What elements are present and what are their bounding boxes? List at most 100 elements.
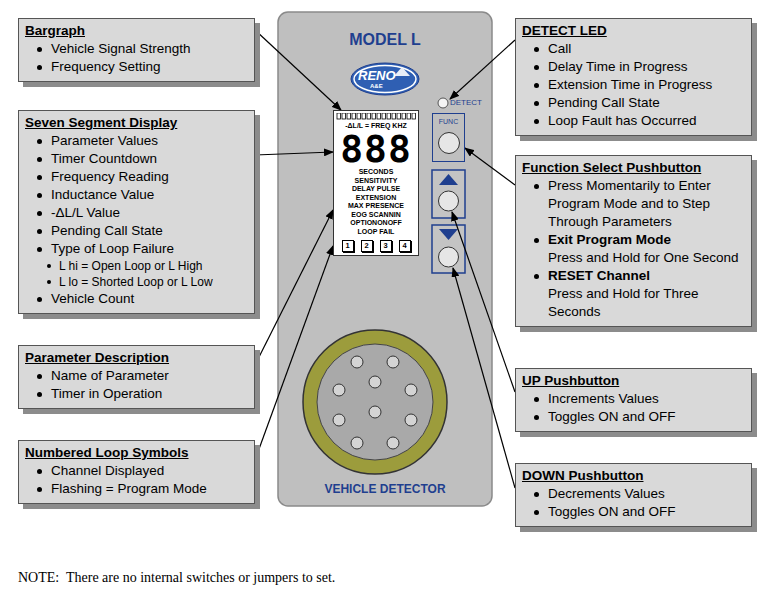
callout-node: DETECT LEDCallDelay Time in ProgressExte…	[515, 18, 752, 136]
bullet-dot	[534, 101, 539, 106]
bargraph	[336, 113, 416, 120]
bullet-dot	[37, 175, 42, 180]
item-text: Flashing = Program Mode	[51, 481, 207, 496]
bullet-dot	[37, 211, 42, 216]
panel-housing	[278, 12, 492, 506]
item-text: Vehicle Count	[51, 291, 134, 306]
item-text: Toggles ON and OFF	[548, 409, 676, 424]
callout-heading: DETECT LED	[522, 22, 745, 40]
callout-node: Parameter DescriptionName of ParameterTi…	[18, 345, 255, 409]
loop-symbol-row: 1234	[336, 240, 416, 252]
callout-item: L hi = Open Loop or L High	[25, 258, 248, 274]
item-text: Parameter Values	[51, 133, 158, 148]
callout-item: L lo = Shorted Loop or L Low	[25, 274, 248, 290]
bullet-dot	[534, 415, 539, 420]
bullet-dot	[534, 119, 539, 124]
bar-segment	[377, 113, 381, 119]
item-text: Press Momentarily to Enter Program Mode …	[548, 178, 711, 229]
callout-item: Loop Fault has Occurred	[522, 112, 745, 130]
detect-led	[438, 98, 448, 108]
bar-segment	[407, 113, 411, 119]
parameter-name: OPTIONONOFF	[336, 219, 416, 228]
callout-item: Timer Countdown	[25, 150, 248, 168]
item-text: L lo = Shorted Loop or L Low	[59, 275, 213, 289]
loop-symbol: 3	[380, 240, 392, 252]
callout-node: BargraphVehicle Signal StrengthFrequency…	[18, 18, 255, 82]
item-text: Increments Values	[548, 391, 659, 406]
parameter-name: SECONDS	[336, 168, 416, 177]
callout-item: Call	[522, 40, 745, 58]
bar-segment	[347, 113, 351, 119]
bullet-dot	[534, 83, 539, 88]
seven-segment-digits: 888	[336, 130, 416, 168]
item-text: Call	[548, 41, 571, 56]
callout-heading: DOWN Pushbutton	[522, 467, 745, 485]
item-text: Press and Hold for Three Seconds	[548, 286, 699, 319]
item-text: Delay Time in Progress	[548, 59, 688, 74]
callout-item: Parameter Values	[25, 132, 248, 150]
callout-item: Decrements Values	[522, 485, 745, 503]
logo-node: RENOA&E	[350, 62, 420, 96]
bar-segment	[352, 113, 356, 119]
callout-item: Press Momentarily to Enter Program Mode …	[522, 177, 745, 231]
bullet-dot	[534, 492, 539, 497]
logo-subtext: A&E	[370, 83, 383, 90]
item-text: Extension Time in Progress	[548, 77, 712, 92]
bar-segment	[402, 113, 406, 119]
callout-item: Toggles ON and OFF	[522, 408, 745, 426]
lcd-label: -ΔL/L = FREQ KHZ	[336, 121, 416, 130]
callout-heading: Seven Segment Display	[25, 114, 248, 132]
callout-item: Frequency Setting	[25, 58, 248, 76]
callout-node: Numbered Loop SymbolsChannel DisplayedFl…	[18, 440, 255, 504]
bar-segment	[362, 113, 366, 119]
loop-symbol: 1	[342, 240, 354, 252]
button-label: FUNC	[433, 117, 464, 126]
bullet-dot	[534, 397, 539, 402]
note-text: NOTE: There are no internal switches or …	[18, 570, 335, 586]
func-node: FUNC	[432, 113, 465, 162]
leader-line	[450, 40, 515, 488]
item-text: RESET Channel	[548, 268, 650, 283]
callout-item: Timer in Operation	[25, 385, 248, 403]
item-text: Timer Countdown	[51, 151, 157, 166]
loop-symbol: 2	[361, 240, 373, 252]
item-text: Frequency Setting	[51, 59, 161, 74]
button-circle	[438, 132, 460, 154]
parameter-name: MAX PRESENCE	[336, 202, 416, 211]
callout-item: Frequency Reading	[25, 168, 248, 186]
bar-segment	[367, 113, 371, 119]
leader-arrow	[255, 246, 333, 460]
callout-item: Increments Values	[522, 390, 745, 408]
bar-segment	[382, 113, 386, 119]
callout-heading: Bargraph	[25, 22, 248, 40]
item-text: Exit Program Mode	[548, 232, 671, 247]
item-text: Decrements Values	[548, 486, 665, 501]
callout-node: DOWN PushbuttonDecrements ValuesToggles …	[515, 463, 752, 527]
bullet-dot	[37, 157, 42, 162]
callout-item: Press and Hold for Three Seconds	[522, 285, 745, 321]
item-text: Toggles ON and OFF	[548, 504, 676, 519]
callout-item: Vehicle Count	[25, 290, 248, 308]
bullet-dot	[37, 229, 42, 234]
callout-node: Function Select PushbuttonPress Momentar…	[515, 155, 752, 327]
heading-text: DOWN Pushbutton	[522, 468, 643, 483]
item-text: L hi = Open Loop or L High	[59, 259, 203, 273]
leader-arrow	[465, 148, 515, 185]
bar-segment	[397, 113, 401, 119]
callout-heading: Numbered Loop Symbols	[25, 444, 248, 462]
bullet-dot	[37, 193, 42, 198]
model-name: MODEL L	[278, 31, 492, 49]
item-text: Vehicle Signal Strength	[51, 41, 191, 56]
parameter-name: DELAY PULSE	[336, 185, 416, 194]
bullet-dot	[37, 297, 42, 302]
logo-mountain	[394, 67, 410, 76]
bullet-dot	[37, 487, 42, 492]
callout-item: -ΔL/L Value	[25, 204, 248, 222]
item-text: Pending Call State	[51, 223, 163, 238]
callout-item: Press and Hold for One Second	[522, 249, 745, 267]
callout-item: Channel Displayed	[25, 462, 248, 480]
item-text: Inductance Value	[51, 187, 154, 202]
callout-item: Delay Time in Progress	[522, 58, 745, 76]
down-button	[432, 225, 465, 273]
item-text: Loop Fault has Occurred	[548, 113, 697, 128]
